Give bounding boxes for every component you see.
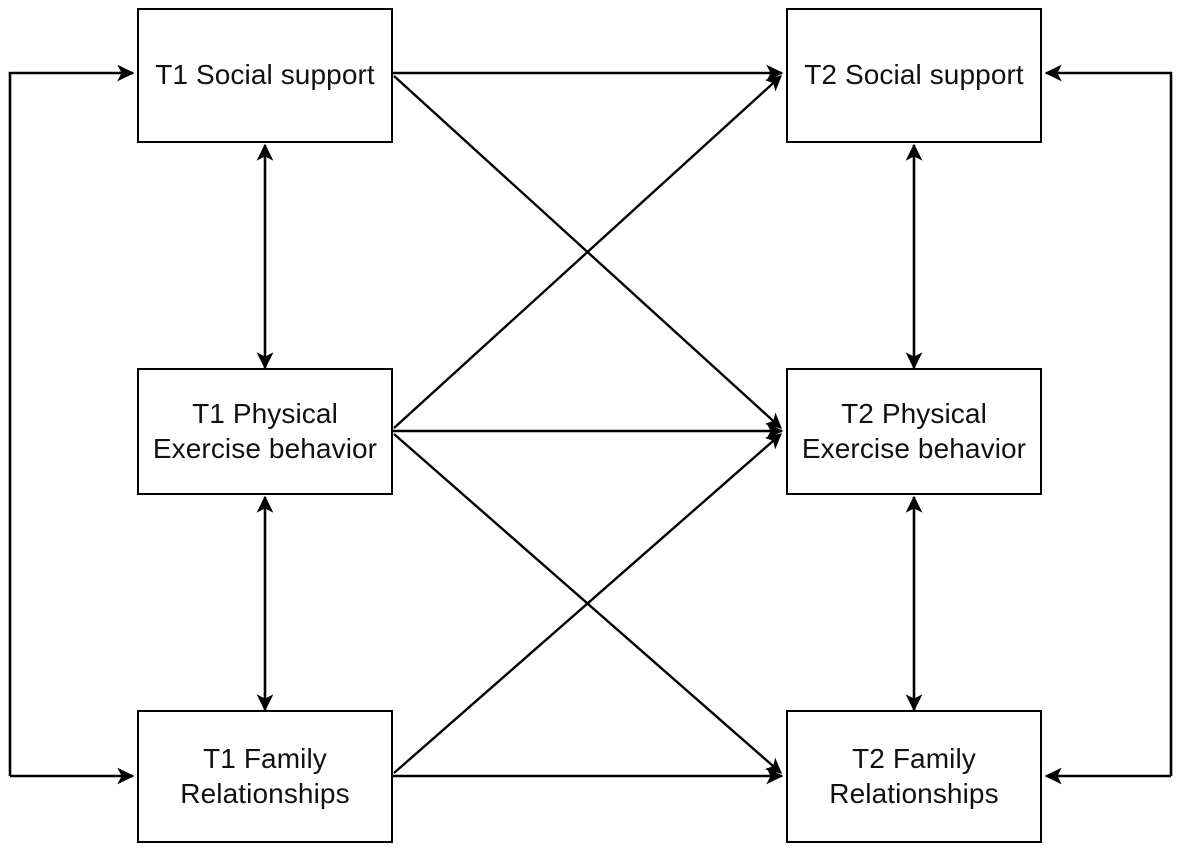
node-t2-physical-exercise-behavior[interactable]: T2 Physical Exercise behavior	[786, 368, 1042, 495]
node-t2-family-relationships[interactable]: T2 Family Relationships	[786, 710, 1042, 843]
node-t1-family-relationships[interactable]: T1 Family Relationships	[137, 710, 393, 843]
node-label-t2-physical-exercise-behavior: T2 Physical Exercise behavior	[801, 398, 1027, 464]
node-label-t1-family-relationships: T1 Family Relationships	[180, 743, 350, 809]
node-label-t1-social-support: T1 Social support	[155, 59, 375, 91]
node-t1-physical-exercise-behavior[interactable]: T1 Physical Exercise behavior	[137, 368, 393, 495]
node-t1-social-support[interactable]: T1 Social support	[137, 8, 393, 143]
edge-cross-lagged-t1-family-to-t2-exercise	[393, 433, 782, 774]
edge-feedback-loop-left-to-t1-social-support	[8, 64, 135, 776]
node-label-t1-physical-exercise-behavior: T1 Physical Exercise behavior	[152, 398, 378, 464]
node-label-t2-social-support: T2 Social support	[804, 59, 1024, 91]
node-t2-social-support[interactable]: T2 Social support	[786, 8, 1042, 143]
edge-feedback-loop-right-to-t2-social-support	[1044, 64, 1173, 776]
node-label-t2-family-relationships: T2 Family Relationships	[829, 743, 999, 809]
edge-cross-lagged-t1-exercise-to-t2-social	[393, 75, 782, 429]
